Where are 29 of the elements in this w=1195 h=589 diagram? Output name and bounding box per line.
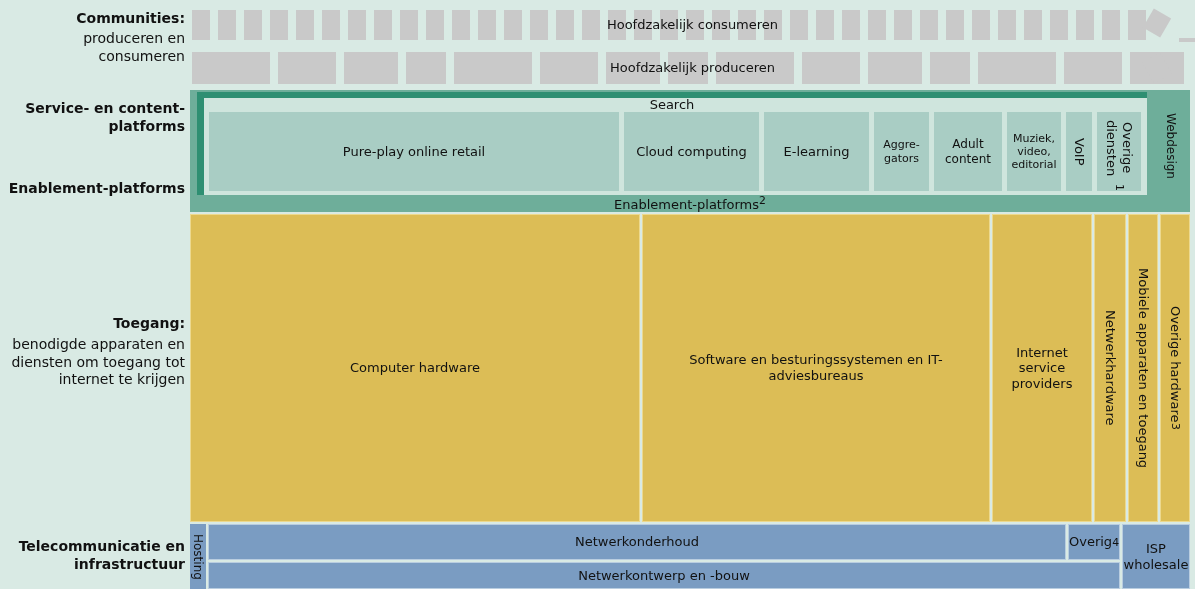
infrastructure-box: Netwerkontwerp en -bouw [208, 562, 1120, 589]
row-description: benodigde apparaten en diensten om toegang tot internet te krijgen [10, 336, 185, 389]
search-frame [197, 92, 1147, 195]
access-box: Software en besturingssystemen en IT-adviesbureaus [642, 214, 990, 522]
row-heading: Service- en content-platforms [24, 100, 185, 135]
access-box: Mobiele apparaten en toegang [1128, 214, 1158, 522]
service-box: Aggre- gators [873, 111, 930, 192]
band-label: Hoofdzakelijk consumeren [606, 17, 779, 33]
band-label: Hoofdzakelijk produceren [609, 60, 776, 76]
row-description: produceren en consumeren [82, 30, 185, 65]
infrastructure-box: Hosting [190, 524, 206, 589]
service-box: E-learning [763, 111, 870, 192]
access-box: Netwerkhardware [1094, 214, 1126, 522]
row-heading: Enablement-platforms [7, 180, 185, 198]
row-heading: Communities: [75, 10, 185, 28]
band-label: Search [648, 98, 696, 111]
infrastructure-box: Netwerkonderhoud [208, 524, 1066, 560]
infrastructure-box: ISP wholesale [1122, 524, 1190, 589]
access-box: Internet service providers [992, 214, 1092, 522]
service-box: Adult content [933, 111, 1003, 192]
service-box: Cloud computing [623, 111, 760, 192]
service-box: Pure-play online retail [208, 111, 620, 192]
service-box: VoIP [1065, 111, 1093, 192]
access-box: Computer hardware [190, 214, 640, 522]
platform-band [190, 90, 1190, 212]
row-heading: Telecommunicatie en infrastructuur [17, 538, 185, 573]
service-box: Muziek, video, editorial [1006, 111, 1062, 192]
band-label: Enablement-platforms$^{2}$ [613, 195, 767, 211]
row-heading: Toegang: [112, 315, 185, 333]
